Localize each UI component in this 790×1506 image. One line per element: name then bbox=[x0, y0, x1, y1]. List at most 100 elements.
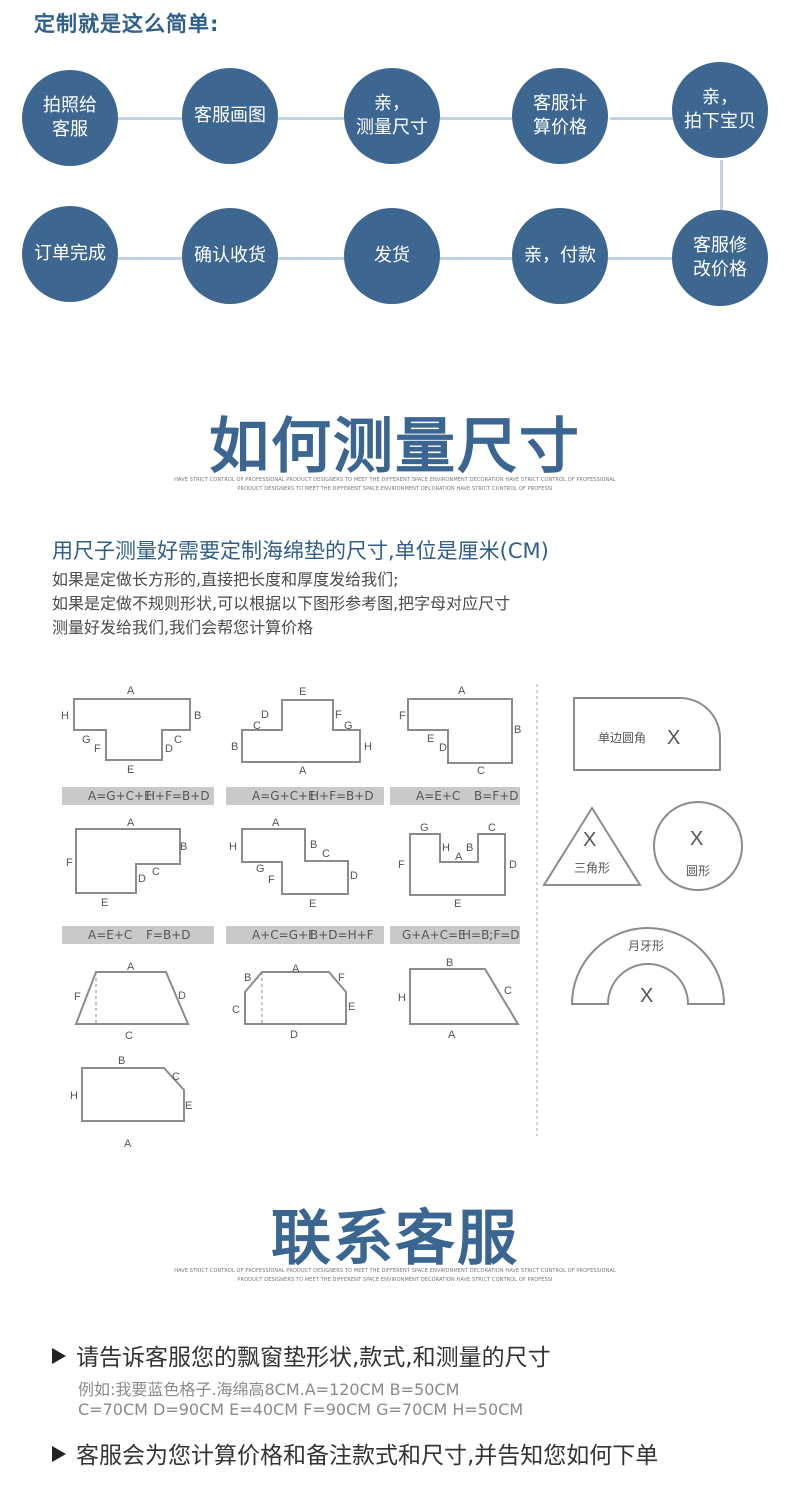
step-label: 亲， 拍下宝贝 bbox=[684, 87, 756, 132]
shape-letter: F bbox=[335, 709, 342, 721]
shape-letter: A bbox=[272, 817, 280, 829]
shape-letter: E bbox=[185, 1100, 192, 1112]
shape-letter: C bbox=[172, 1071, 180, 1083]
formula-text: A=E+C bbox=[88, 928, 133, 942]
step-pay: 亲，付款 bbox=[512, 208, 608, 304]
step-label: 发货 bbox=[374, 245, 410, 266]
step-photo-to-service: 拍照给 客服 bbox=[22, 70, 118, 166]
shape-letter: A bbox=[127, 961, 135, 973]
shape-letter: A bbox=[124, 1138, 132, 1150]
shape-letter: H bbox=[70, 1090, 78, 1102]
shape-letter: E bbox=[127, 764, 134, 776]
measure-instruction: 测量好发给我们,我们会帮您计算价格 bbox=[52, 618, 314, 637]
shape-letter: H bbox=[364, 741, 372, 753]
shape-letter: B bbox=[180, 841, 187, 853]
connector bbox=[278, 257, 350, 260]
shape-outline bbox=[241, 828, 349, 895]
connector bbox=[610, 117, 682, 120]
shape-letter: B bbox=[514, 724, 521, 736]
shape-letter: D bbox=[178, 990, 186, 1002]
shape-letter: F bbox=[338, 972, 345, 984]
connector bbox=[440, 257, 520, 260]
shape-letter: A bbox=[127, 685, 135, 697]
step-label: 客服修 改价格 bbox=[693, 235, 747, 280]
step-modify-price: 客服修 改价格 bbox=[672, 210, 768, 306]
process-flow: 拍照给 客服 客服画图 亲， 测量尺寸 客服计 算价格 亲， 拍下宝贝 订单完成… bbox=[0, 0, 790, 320]
shape-letter: B bbox=[244, 972, 251, 984]
connector bbox=[606, 257, 678, 260]
shape-letter: A bbox=[127, 817, 135, 829]
contact-step-text: 客服会为您计算价格和备注款式和尺寸,并告知您如何下单 bbox=[76, 1443, 659, 1469]
shape-letter: E bbox=[299, 686, 306, 698]
shape-letter: A bbox=[292, 963, 300, 975]
measure-instruction: 如果是定做不规则形状,可以根据以下图形参考图,把字母对应尺寸 bbox=[52, 594, 511, 613]
shape-letter: G bbox=[256, 863, 265, 875]
contact-step-1: 请告诉客服您的飘窗垫形状,款式,和测量的尺寸 bbox=[52, 1338, 551, 1372]
tagline-line: PRODUCT DESIGNERS TO MEET THE DIFFERENT … bbox=[237, 1277, 553, 1283]
shape-letter: D bbox=[165, 743, 173, 755]
shape-letter: A bbox=[448, 1029, 456, 1041]
shape-letter: C bbox=[174, 734, 182, 746]
example-line: 例如:我要蓝色格子.海绵高8CM.A=120CM B=50CM bbox=[78, 1380, 460, 1399]
step-label: 客服画图 bbox=[194, 105, 266, 126]
formula-text: A+C=G+E bbox=[252, 928, 316, 942]
crescent-outline bbox=[570, 927, 726, 1005]
shape-letter: C bbox=[152, 866, 160, 878]
shape-letter: B bbox=[466, 842, 473, 854]
shape-letter: B bbox=[194, 710, 201, 722]
half-round-label: 单边圆角 bbox=[598, 731, 646, 745]
shape-letter: F bbox=[94, 743, 101, 755]
x-mark: X bbox=[667, 727, 680, 749]
shape-letter: C bbox=[322, 848, 330, 860]
example-line: C=70CM D=90CM E=40CM F=90CM G=70CM H=50C… bbox=[78, 1400, 524, 1419]
triangle-bullet-icon bbox=[52, 1446, 66, 1462]
shape-letter: D bbox=[290, 1029, 298, 1041]
step-label: 亲，付款 bbox=[524, 245, 596, 266]
x-mark: X bbox=[690, 828, 703, 850]
shape-outline bbox=[407, 698, 513, 764]
circle-outline bbox=[653, 801, 743, 891]
formula-text: H=B;F=D bbox=[462, 928, 520, 942]
shape-outline bbox=[81, 1067, 185, 1122]
step-buy: 亲， 拍下宝贝 bbox=[672, 62, 768, 158]
step-label: 拍照给 客服 bbox=[43, 95, 97, 140]
measure-instruction: 如果是定做长方形的,直接把长度和厚度发给我们; bbox=[52, 570, 399, 589]
shape-letter: E bbox=[427, 733, 434, 745]
contact-step-2: 客服会为您计算价格和备注款式和尺寸,并告知您如何下单 bbox=[52, 1436, 658, 1470]
step-ship: 发货 bbox=[344, 208, 440, 304]
shape-letter: G bbox=[82, 734, 91, 746]
triangle-bullet-icon bbox=[52, 1348, 66, 1364]
shape-letter: E bbox=[101, 897, 108, 909]
tagline: HAVE STRICT CONTROL OF PROFESSIONAL PROD… bbox=[0, 1267, 790, 1285]
triangle-outline bbox=[542, 806, 642, 886]
shape-letter: H bbox=[61, 710, 69, 722]
shape-letter: D bbox=[509, 859, 517, 871]
contact-step-text: 请告诉客服您的飘窗垫形状,款式,和测量的尺寸 bbox=[76, 1345, 551, 1371]
shape-letter: G bbox=[420, 822, 429, 834]
shape-letter: F bbox=[268, 874, 275, 886]
shape-diagrams: A H B G F C D E E D C F G B H A A F B E … bbox=[61, 684, 743, 1150]
shape-letter: B bbox=[231, 741, 238, 753]
shape-letter: D bbox=[261, 709, 269, 721]
shape-outline bbox=[73, 698, 191, 761]
step-label: 确认收货 bbox=[194, 245, 266, 266]
shape-letter: C bbox=[232, 1004, 240, 1016]
step-label: 亲， 测量尺寸 bbox=[356, 93, 428, 138]
shape-letter: E bbox=[454, 898, 461, 910]
shape-outline bbox=[409, 833, 506, 896]
measure-title: 如何测量尺寸 bbox=[209, 412, 581, 482]
shape-outline bbox=[409, 968, 520, 1025]
shape-letter: B bbox=[118, 1055, 125, 1067]
shape-letter: C bbox=[125, 1030, 133, 1042]
shape-outline bbox=[74, 971, 190, 1025]
shape-letter: H bbox=[229, 841, 237, 853]
shape-letter: B bbox=[446, 957, 453, 969]
x-mark: X bbox=[583, 829, 596, 851]
shape-outline bbox=[75, 828, 181, 894]
